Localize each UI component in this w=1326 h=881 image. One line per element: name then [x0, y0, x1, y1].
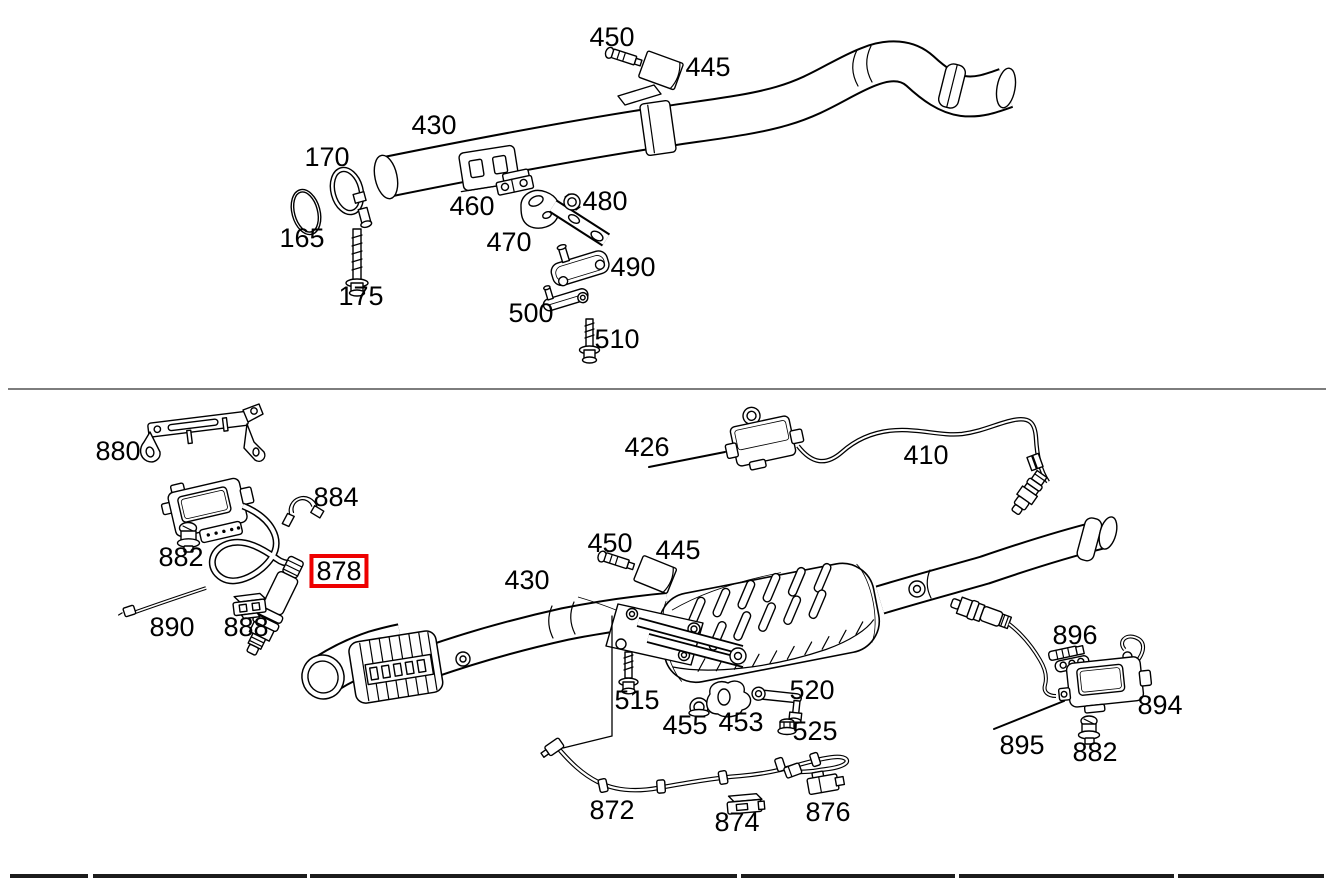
part-label-490[interactable]: 490	[610, 252, 656, 282]
part-480-nut	[563, 193, 581, 211]
part-515-screw	[618, 651, 639, 695]
part-label-894[interactable]: 894	[1137, 690, 1183, 720]
part-label-445[interactable]: 445	[655, 535, 701, 565]
part-label-430[interactable]: 430	[411, 110, 457, 140]
flex-joint-line	[852, 49, 859, 87]
part-525-nut	[777, 718, 797, 736]
part-888-clip	[232, 592, 267, 620]
front-pipe-assembly	[373, 40, 1017, 200]
part-882-bolt-left	[176, 521, 201, 553]
part-label-878[interactable]: 878	[309, 554, 369, 588]
table-column-border	[959, 874, 1174, 878]
section-separator	[8, 388, 1326, 390]
part-880-bracket	[139, 403, 266, 463]
part-890-cable	[118, 586, 207, 618]
part-445-sleeve-bottom	[633, 555, 678, 594]
part-label-882[interactable]: 882	[1072, 737, 1118, 767]
part-882-bolt-right	[1077, 715, 1101, 745]
part-label-430[interactable]: 430	[504, 565, 550, 595]
part-500-link	[542, 285, 589, 312]
part-label-515[interactable]: 515	[614, 685, 660, 715]
part-426-module	[724, 406, 805, 471]
mount-plate-and-arms	[605, 603, 747, 668]
part-label-460[interactable]: 460	[449, 191, 495, 221]
bottom-exhaust-assembly	[301, 516, 1118, 704]
part-label-470[interactable]: 470	[486, 227, 532, 257]
leader-line-872	[562, 615, 613, 749]
part-450-bolt-top	[604, 46, 643, 67]
part-label-500[interactable]: 500	[508, 298, 554, 328]
flex-section	[348, 630, 444, 704]
part-872-harness	[540, 737, 850, 794]
part-label-426[interactable]: 426	[624, 432, 670, 462]
part-label-455[interactable]: 455	[662, 710, 708, 740]
part-520-holder	[751, 686, 803, 724]
part-label-480[interactable]: 480	[582, 186, 628, 216]
table-column-border	[10, 874, 88, 878]
part-450-bolt-bottom	[597, 550, 636, 571]
part-410-sensor-cable	[796, 417, 1050, 515]
part-175-bolt	[345, 228, 369, 297]
part-884-clamp	[281, 495, 325, 528]
part-label-874[interactable]: 874	[714, 807, 760, 837]
part-label-410[interactable]: 410	[903, 440, 949, 470]
part-label-165[interactable]: 165	[279, 223, 325, 253]
part-455-nut	[688, 697, 710, 718]
part-label-170[interactable]: 170	[304, 142, 350, 172]
pipe-open-end	[373, 154, 399, 200]
table-column-border	[93, 874, 307, 878]
pipe-tab	[617, 84, 662, 106]
part-label-890[interactable]: 890	[149, 612, 195, 642]
pipe-collar	[639, 99, 677, 157]
part-label-510[interactable]: 510	[594, 324, 640, 354]
part-label-895[interactable]: 895	[999, 730, 1045, 760]
table-column-border	[1178, 874, 1324, 878]
part-510-screw	[578, 318, 601, 364]
part-165-gasket-ring	[290, 188, 322, 236]
pipe-bracket	[458, 144, 524, 193]
part-453-buffer	[706, 680, 752, 718]
part-874-clip	[726, 793, 766, 815]
part-label-450[interactable]: 450	[589, 22, 635, 52]
part-445-sleeve-top	[638, 50, 684, 91]
part-label-882[interactable]: 882	[158, 542, 204, 572]
flex-joint-line	[866, 45, 873, 83]
part-878-control-module	[160, 477, 255, 544]
part-460-bracket	[495, 168, 535, 196]
part-label-896[interactable]: 896	[1052, 620, 1098, 650]
part-label-520[interactable]: 520	[789, 675, 835, 705]
part-894-sensor-cable	[950, 596, 1057, 698]
part-label-872[interactable]: 872	[589, 795, 635, 825]
part-label-445[interactable]: 445	[685, 52, 731, 82]
part-label-876[interactable]: 876	[805, 797, 851, 827]
table-column-border	[741, 874, 955, 878]
leader-line-895	[993, 700, 1065, 730]
part-label-450[interactable]: 450	[587, 528, 633, 558]
parts-table-top-border	[0, 874, 1326, 881]
table-column-border	[310, 874, 737, 878]
part-label-453[interactable]: 453	[718, 707, 764, 737]
part-490-plate	[550, 243, 610, 287]
leader-line-426	[648, 451, 726, 468]
part-label-884[interactable]: 884	[313, 482, 359, 512]
part-label-175[interactable]: 175	[338, 281, 384, 311]
part-label-880[interactable]: 880	[95, 436, 141, 466]
pipe-end-collar	[937, 63, 967, 109]
pipe-end	[995, 67, 1017, 109]
part-894-module	[1057, 634, 1153, 714]
part-470-bracket	[520, 189, 611, 247]
part-label-525[interactable]: 525	[792, 716, 838, 746]
part-876-connector	[806, 770, 846, 796]
part-170-clamp	[329, 166, 373, 229]
part-label-888[interactable]: 888	[223, 612, 269, 642]
